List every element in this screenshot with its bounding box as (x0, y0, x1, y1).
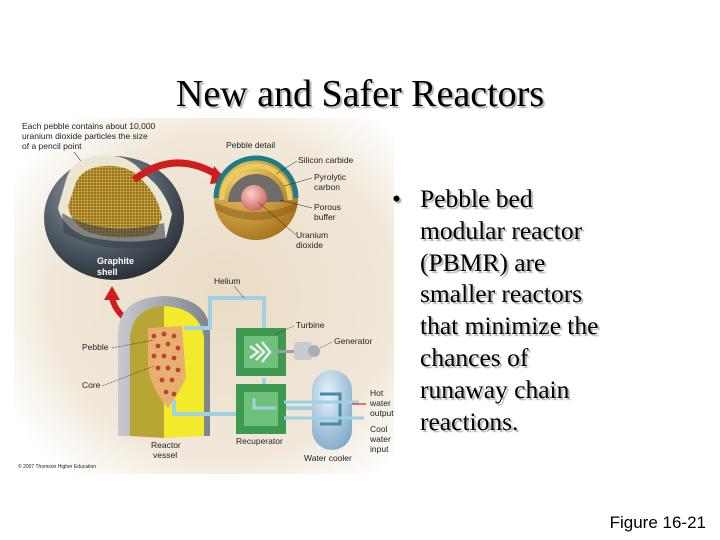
hot-water-label-2: water (369, 398, 391, 408)
cool-water-label-1: Cool (370, 424, 388, 434)
uranium-label-2: dioxide (296, 240, 323, 250)
pebble-detail-label: Pebble detail (226, 140, 275, 150)
core-label: Core (82, 380, 101, 390)
reactor-vessel-label-1: Reactor (151, 440, 181, 450)
figure-label: Figure 16-21 (609, 513, 706, 532)
bullet-line: (PBMR) are (420, 247, 546, 277)
porous-label-1: Porous (314, 202, 341, 212)
water-cooler-label: Water cooler (304, 453, 352, 463)
bullet-line: runaway chain (420, 374, 570, 404)
porous-label-2: buffer (314, 212, 336, 222)
uranium-label-1: Uranium (296, 230, 328, 240)
caption-line-1: Each pebble contains about 10,000 (22, 121, 156, 131)
hot-water-label-3: output (370, 408, 394, 418)
silicon-carbide-label: Silicon carbide (298, 155, 354, 165)
recuperator-label: Recuperator (236, 436, 283, 446)
cool-water-label-2: water (369, 434, 391, 444)
bullet-text: Pebble bed modular reactor (PBMR) are sm… (420, 183, 710, 437)
bullet-marker: • (392, 184, 401, 213)
bullet-line: reactions. (420, 406, 519, 436)
hot-water-label-1: Hot (370, 388, 384, 398)
turbine-illustration (236, 328, 320, 376)
caption-line-3: of a pencil point (22, 141, 82, 151)
reactor-vessel-label-2: vessel (153, 450, 177, 460)
bullet-line: modular reactor (420, 215, 583, 245)
helium-label: Helium (214, 276, 240, 286)
pyrolytic-label-2: carbon (314, 182, 340, 192)
recuperator-illustration (236, 384, 286, 434)
pyrolytic-label-1: Pyrolytic (314, 172, 347, 182)
slide-title: New and Safer Reactors (175, 73, 545, 115)
graphite-label-2: shell (97, 267, 118, 277)
pbmr-diagram: Each pebble contains about 10,000 uraniu… (14, 118, 394, 474)
copyright-text: © 2007 Thomson Higher Education (18, 463, 96, 470)
cool-water-label-3: input (370, 444, 389, 454)
arrow-to-detail-icon (131, 159, 221, 183)
turbine-label: Turbine (296, 320, 325, 330)
graphite-label-1: Graphite (97, 256, 134, 266)
caption-line-2: uranium dioxide particles the size (22, 131, 148, 141)
bullet-line: Pebble bed (420, 184, 533, 213)
bullet-line: that minimize the (420, 311, 599, 341)
water-cooler-illustration (284, 370, 366, 450)
bullet-line: chances of (420, 342, 529, 372)
pebble-detail-illustration: Pebble detail (213, 140, 299, 240)
reactor-vessel-illustration (118, 296, 210, 438)
pebble-label: Pebble (82, 342, 109, 352)
bullet-line: smaller reactors (420, 279, 583, 309)
generator-label: Generator (334, 336, 372, 346)
graphite-pebble-illustration: Graphite shell (44, 155, 184, 280)
